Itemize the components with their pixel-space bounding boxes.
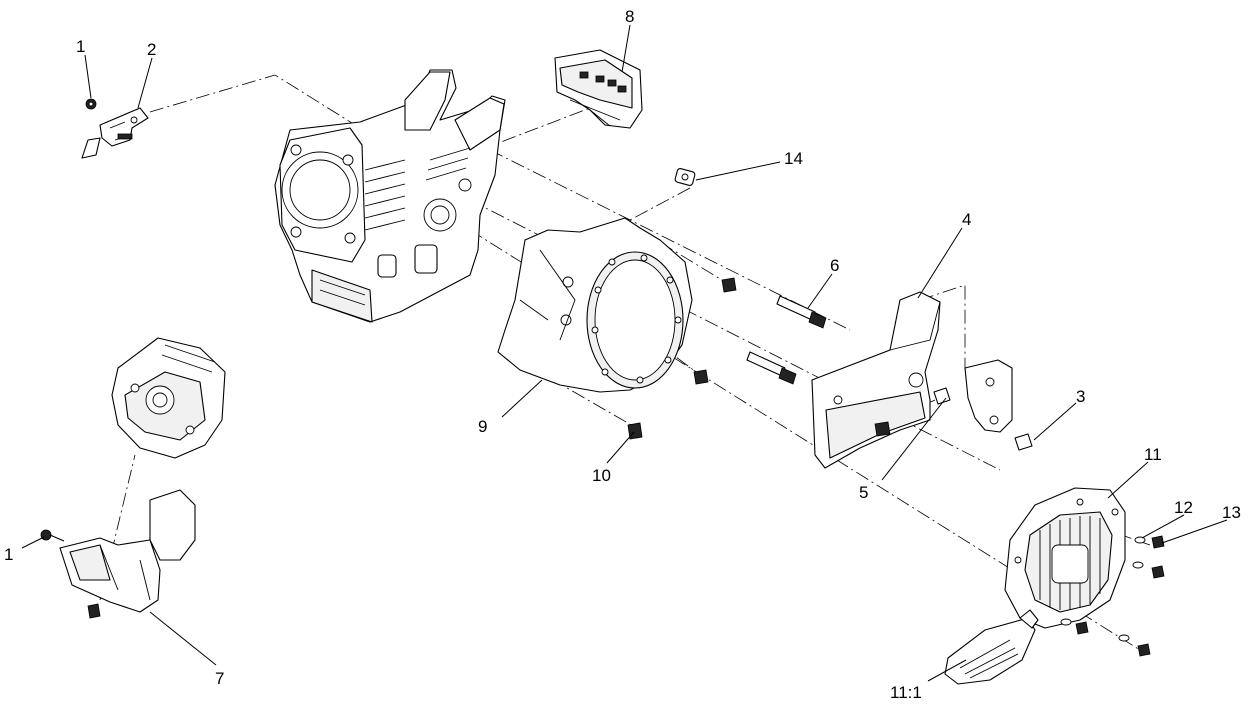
callout-labels: 1 2 8 14 4 6 3 9 10 5 11 12 13 1 7 11:1 [4,7,1241,702]
blower-housing [497,217,693,393]
callout-9: 9 [478,417,487,436]
flange-bolt-left [40,529,65,542]
mounting-plate [811,291,941,469]
bracket-bolt-lower [87,603,101,619]
spacer-part [933,387,951,405]
flange-bolt-small [85,98,97,110]
recoil-starter [1004,487,1126,629]
callout-1-top: 1 [76,37,85,56]
hex-nut-part-3 [1014,433,1033,451]
callout-2: 2 [147,40,156,59]
callout-3: 3 [1076,387,1085,406]
stud-upper [776,295,827,329]
head-cover-bracket [59,489,196,613]
flange-bolt-upper [721,277,737,293]
square-nut-part [674,168,696,186]
control-panel-cover [554,49,643,129]
callout-5: 5 [859,483,868,502]
cylinder-head [111,337,226,459]
leader-lines [21,24,1228,682]
flange-bolt-lower [693,369,709,385]
callout-11-1: 11:1 [890,683,922,702]
callout-11: 11 [1144,445,1162,464]
washer-bolt-set [1060,535,1165,657]
crankcase-block [274,69,506,323]
callout-12: 12 [1174,498,1193,517]
callout-10: 10 [592,466,611,485]
callout-13: 13 [1222,503,1241,522]
lever-bracket-part [81,107,149,159]
side-bracket [964,359,1013,433]
stud-lower [746,351,797,385]
callout-7: 7 [215,669,224,688]
callout-8: 8 [625,7,634,26]
callout-14: 14 [784,149,803,168]
callout-4: 4 [962,210,971,229]
callout-1-left: 1 [4,545,13,564]
callout-6: 6 [830,256,839,275]
starter-handle [944,609,1039,685]
